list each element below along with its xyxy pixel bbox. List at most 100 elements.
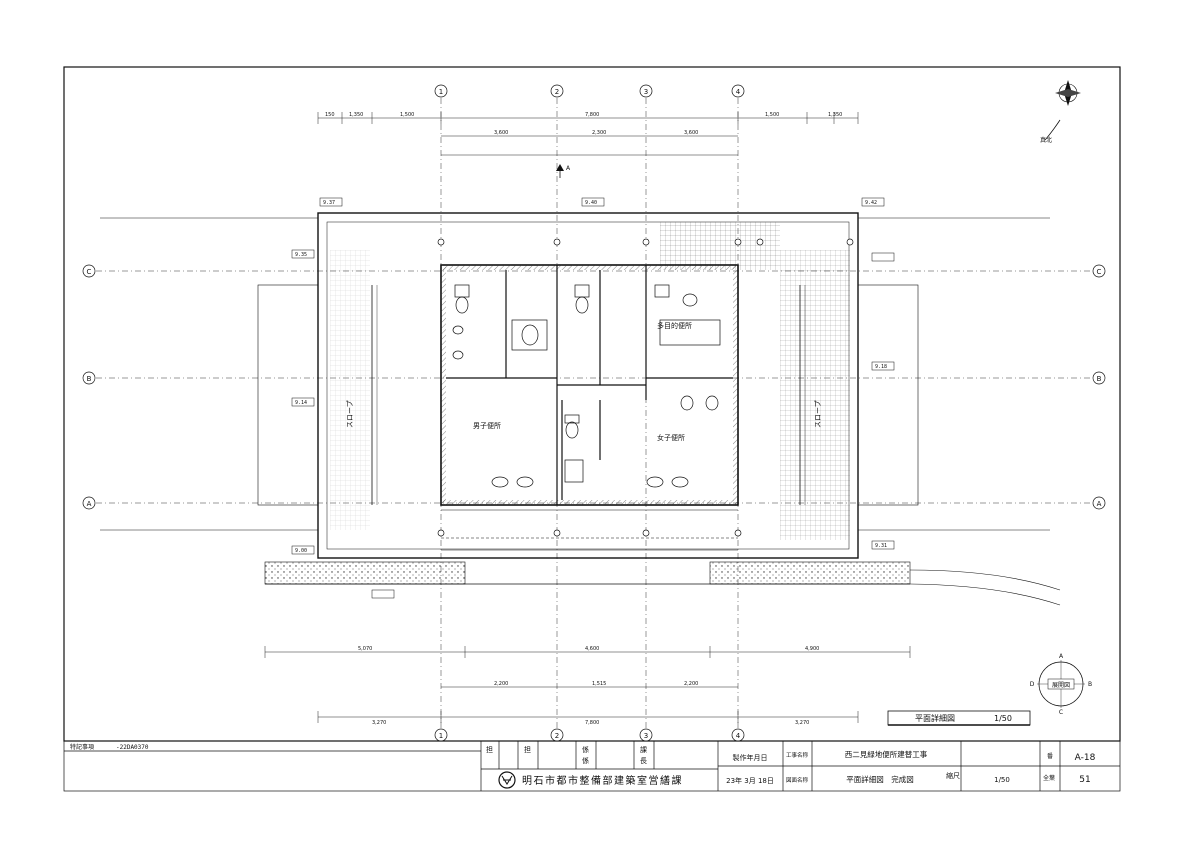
level-mark-0: 9.35 <box>295 252 307 258</box>
level-mark-1: 9.40 <box>585 200 597 206</box>
key-plan-center: 展開図 <box>1052 682 1070 689</box>
dim-bottom2-0: 2,200 <box>494 681 508 687</box>
grid-label-4-bottom: 4 <box>736 732 741 740</box>
room-label-slope-right: スロープ <box>814 400 822 428</box>
col-header-1: 担 <box>524 745 531 754</box>
grid-label-1-bottom: 1 <box>439 732 443 740</box>
level-mark-4: 9.00 <box>295 548 307 554</box>
col-header-4: 課 <box>640 745 647 754</box>
grid-label-b: B <box>87 375 92 383</box>
drawing-border <box>63 66 1121 742</box>
dimension-lines-top <box>317 112 859 156</box>
key-plan-d: D <box>1030 681 1035 688</box>
grid-bubbles-bottom <box>434 728 745 742</box>
ground-strip-right <box>709 561 911 585</box>
grid-rows <box>96 270 1092 504</box>
right-wing-outline <box>857 284 919 506</box>
grid-label-a-right: A <box>1097 500 1102 508</box>
made-date-label: 製作年月日 <box>733 753 768 762</box>
level-mark-5: 9.31 <box>875 543 887 549</box>
grid-label-4: 4 <box>736 88 741 96</box>
room-label-mens: 男子便所 <box>473 421 501 430</box>
col-header-3: 係 <box>582 756 589 765</box>
dim-top2-2: 3,600 <box>684 130 698 136</box>
grid-label-2-bottom: 2 <box>555 732 559 740</box>
grid-bubbles-top <box>434 84 745 98</box>
column-markers <box>437 238 854 537</box>
drawing-no-label: 番 <box>1047 753 1053 760</box>
key-plan: 展開図 A B C D <box>1030 653 1092 716</box>
total-value: 51 <box>1079 775 1090 785</box>
grid-label-b-right: B <box>1097 375 1102 383</box>
level-mark-6: 9.14 <box>295 400 307 406</box>
grid-label-3-bottom: 3 <box>644 732 648 740</box>
drawing-title-box: 平面詳細図 1/50 <box>887 710 1031 726</box>
col-header-0: 担 <box>486 745 493 754</box>
dim-bottom-1: 4,600 <box>585 646 599 652</box>
grid-label-a: A <box>87 500 92 508</box>
room-label-slope-left: スロープ <box>346 400 354 428</box>
drawing-title: 平面詳細図 <box>915 713 955 723</box>
dim-bottom2-1: 1,515 <box>592 681 606 687</box>
section-mark-top: A <box>556 164 571 178</box>
special-notes-label: 特記事項 <box>70 743 94 751</box>
tiled-slope-right <box>780 250 850 540</box>
col-header-5: 長 <box>640 757 647 765</box>
fixtures <box>452 284 721 488</box>
dim-top2-1: 2,300 <box>592 130 606 136</box>
level-mark-7: 9.18 <box>875 364 887 370</box>
drawing-no: A-18 <box>1075 753 1096 763</box>
ground-strip <box>264 561 466 585</box>
dim-bottom3-2: 3,270 <box>795 720 809 726</box>
title-block <box>63 740 1121 792</box>
total-label: 全葉 <box>1043 774 1055 782</box>
dim-top-5: 1,350 <box>828 112 842 118</box>
tiled-floor-right-top <box>660 222 780 270</box>
level-marks <box>291 197 895 599</box>
drawing-scale: 1/50 <box>994 714 1012 723</box>
org-logo <box>498 771 516 789</box>
project-name: 西二見緑地便所建替工事 <box>845 749 928 759</box>
level-mark-3: 9.37 <box>323 200 335 206</box>
scale-value: 1/50 <box>994 776 1010 784</box>
dim-top2-0: 3,600 <box>494 130 508 136</box>
dim-bottom3-1: 7,800 <box>585 720 599 726</box>
compass-label: 真北 <box>1040 136 1052 144</box>
dimension-lines-bottom <box>264 646 911 723</box>
special-notes-value: -22DA0370 <box>116 744 149 751</box>
key-plan-a: A <box>1059 653 1064 660</box>
key-plan-b: B <box>1088 681 1092 688</box>
room-label-multi: 多目的便所 <box>657 321 692 330</box>
grid-label-1: 1 <box>439 88 443 96</box>
svg-text:A: A <box>566 165 571 172</box>
grid-columns <box>440 98 739 728</box>
left-wing-outline <box>257 284 319 506</box>
grid-row-bubbles <box>82 264 1106 510</box>
dim-top-3: 7,800 <box>585 112 599 118</box>
room-label-womens: 女子便所 <box>657 433 685 442</box>
col-header-2: 係 <box>582 745 589 754</box>
scale-label: 縮尺 <box>946 771 960 780</box>
curved-path <box>909 569 1061 591</box>
dim-bottom-0: 5,070 <box>358 646 372 652</box>
dim-top-2: 1,500 <box>400 112 414 118</box>
dim-top-4: 1,500 <box>765 112 779 118</box>
grid-label-c-right: C <box>1097 268 1102 276</box>
grid-label-2: 2 <box>555 88 559 96</box>
dim-bottom3-0: 3,270 <box>372 720 386 726</box>
dim-top-1: 150 <box>325 112 335 118</box>
drawing-name: 平面詳細図 完成図 <box>846 774 914 784</box>
partitions <box>446 265 733 505</box>
grid-label-3: 3 <box>644 88 648 96</box>
dim-top-0: 1,350 <box>349 112 363 118</box>
drawing-label: 図面名称 <box>786 776 809 784</box>
dim-bottom-2: 4,900 <box>805 646 819 652</box>
dim-bottom2-2: 2,200 <box>684 681 698 687</box>
key-plan-c: C <box>1059 709 1063 716</box>
level-mark-2: 9.42 <box>865 200 877 206</box>
project-label: 工事名称 <box>786 751 809 759</box>
north-arrow: 真北 <box>1040 80 1081 144</box>
org-name: 明石市都市整備部建築室営繕課 <box>522 774 683 787</box>
grid-label-c: C <box>87 268 92 276</box>
